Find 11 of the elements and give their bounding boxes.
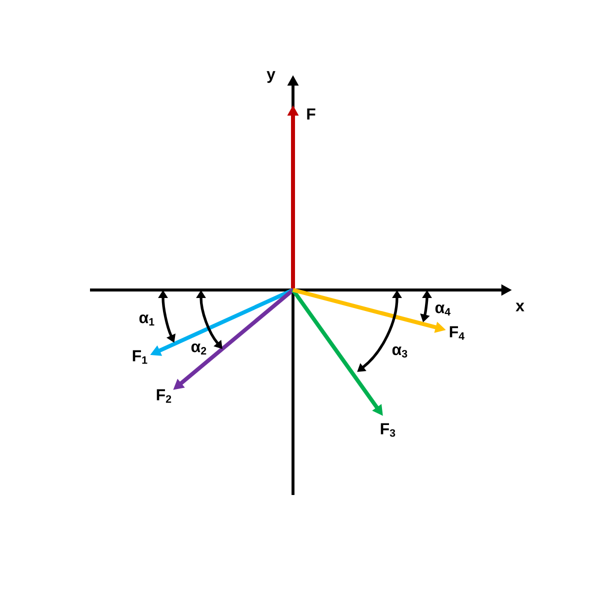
axis-label: y [266, 71, 276, 83]
angle-label: α$_{4}$ [435, 304, 450, 316]
force-label: F [307, 108, 316, 120]
angle-label: α$_{3}$ [392, 346, 408, 358]
force-label: F$_{1}$ [132, 350, 148, 364]
force-label: F$_{3}$ [380, 423, 396, 437]
axis-label: x [516, 302, 524, 312]
force-label: F$_{4}$ [450, 326, 464, 340]
angle-label: α$_{2}$ [191, 343, 206, 354]
angle-label: α$_{1}$ [139, 314, 154, 326]
force-label: F$_{2}$ [156, 389, 172, 403]
